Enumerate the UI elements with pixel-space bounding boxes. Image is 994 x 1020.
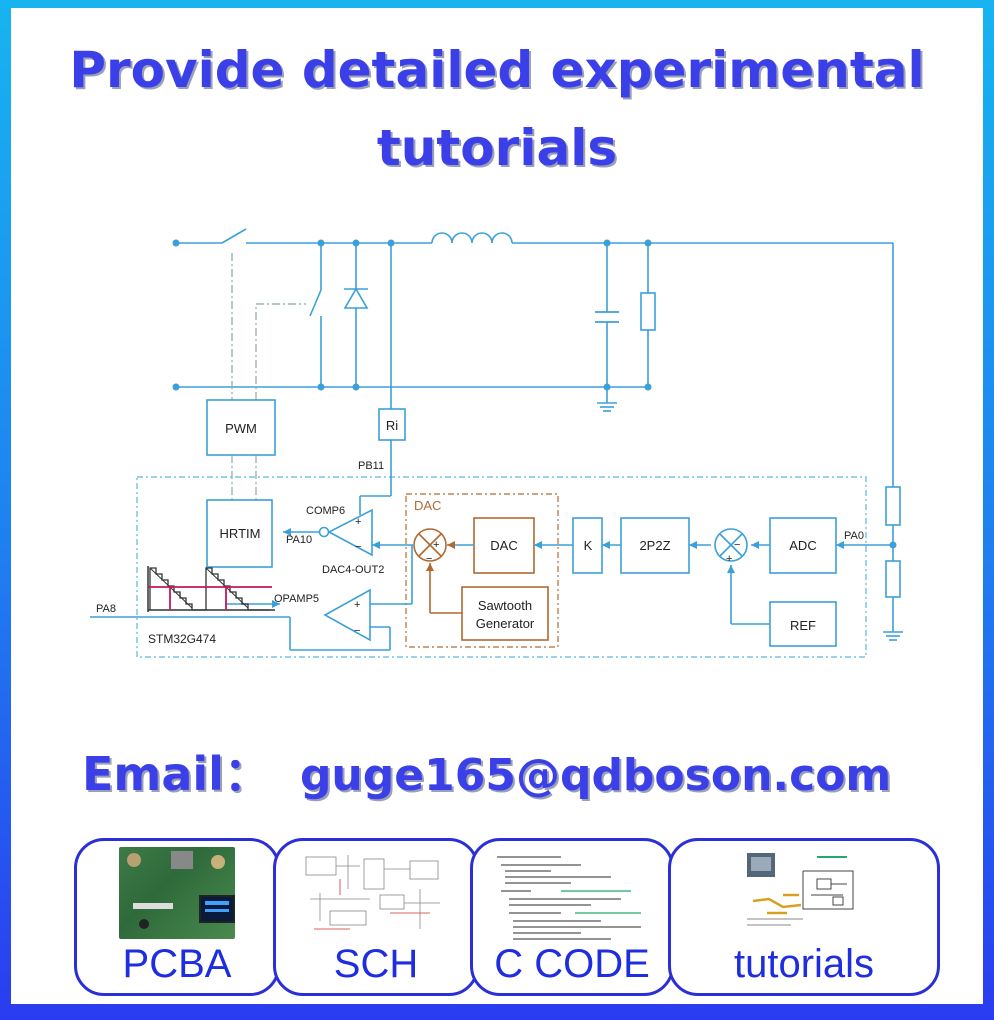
email-address[interactable]: guge165@qdboson.com [299,750,892,801]
pa0-label: PA0 [844,530,864,542]
card-sch[interactable]: SCH [273,838,479,996]
k-block-label: K [584,538,593,553]
headline-line-2: tutorials [376,119,618,177]
pa8-label: PA8 [96,603,116,615]
pwm-block-label: PWM [225,421,257,436]
sawtooth-waveform-icon [147,566,275,612]
comp6-label: COMP6 [306,505,345,517]
card-pcba-label: PCBA [122,942,232,986]
opamp5-plus: + [354,599,360,611]
err-sum-minus: − [734,539,740,551]
code-thumbnail-icon [497,856,641,940]
card-sch-label: SCH [333,942,419,986]
adc-block-label: ADC [789,538,816,553]
comp6-minus: − [355,541,361,553]
card-c-code-label: C CODE [494,942,650,986]
schematic-thumbnail-icon [305,855,440,930]
opamp5-label: OPAMP5 [274,593,319,605]
card-tutorials-label: tutorials [733,942,875,986]
sawtooth-label-2: Generator [476,616,535,631]
ri-block-label: Ri [386,418,398,433]
headline-line-1: Provide detailed experimental [69,41,925,99]
tutorial-thumbnail-icon [747,853,854,926]
card-tutorials[interactable]: tutorials [668,838,940,996]
email-line: Email： guge165@qdboson.com [82,738,891,804]
dac-sum-minus: − [426,553,432,565]
mcu-label: STM32G474 [148,632,216,646]
pcba-photo-icon [119,847,235,939]
buck-converter-diagram: PWM Ri HRTIM DAC K 2P2Z ADC REF Sawtooth… [90,228,903,658]
dac-group-label: DAC [414,498,441,513]
pa10-label: PA10 [286,534,312,546]
hrtim-block-label: HRTIM [220,526,261,541]
card-c-code[interactable]: C CODE [470,838,674,996]
dac4-out2-label: DAC4-OUT2 [322,564,384,576]
dac-sum-plus: + [433,539,439,551]
err-sum-plus: + [726,553,732,565]
email-label: Email： [82,747,270,801]
ref-block-label: REF [790,618,816,633]
card-pcba[interactable]: PCBA [74,838,280,996]
sawtooth-label-1: Sawtooth [478,598,532,613]
comp6-plus: + [355,516,361,528]
dac-block-label: DAC [490,538,517,553]
opamp5-minus: − [354,625,360,637]
pb11-label: PB11 [358,460,384,472]
2p2z-block-label: 2P2Z [639,538,670,553]
